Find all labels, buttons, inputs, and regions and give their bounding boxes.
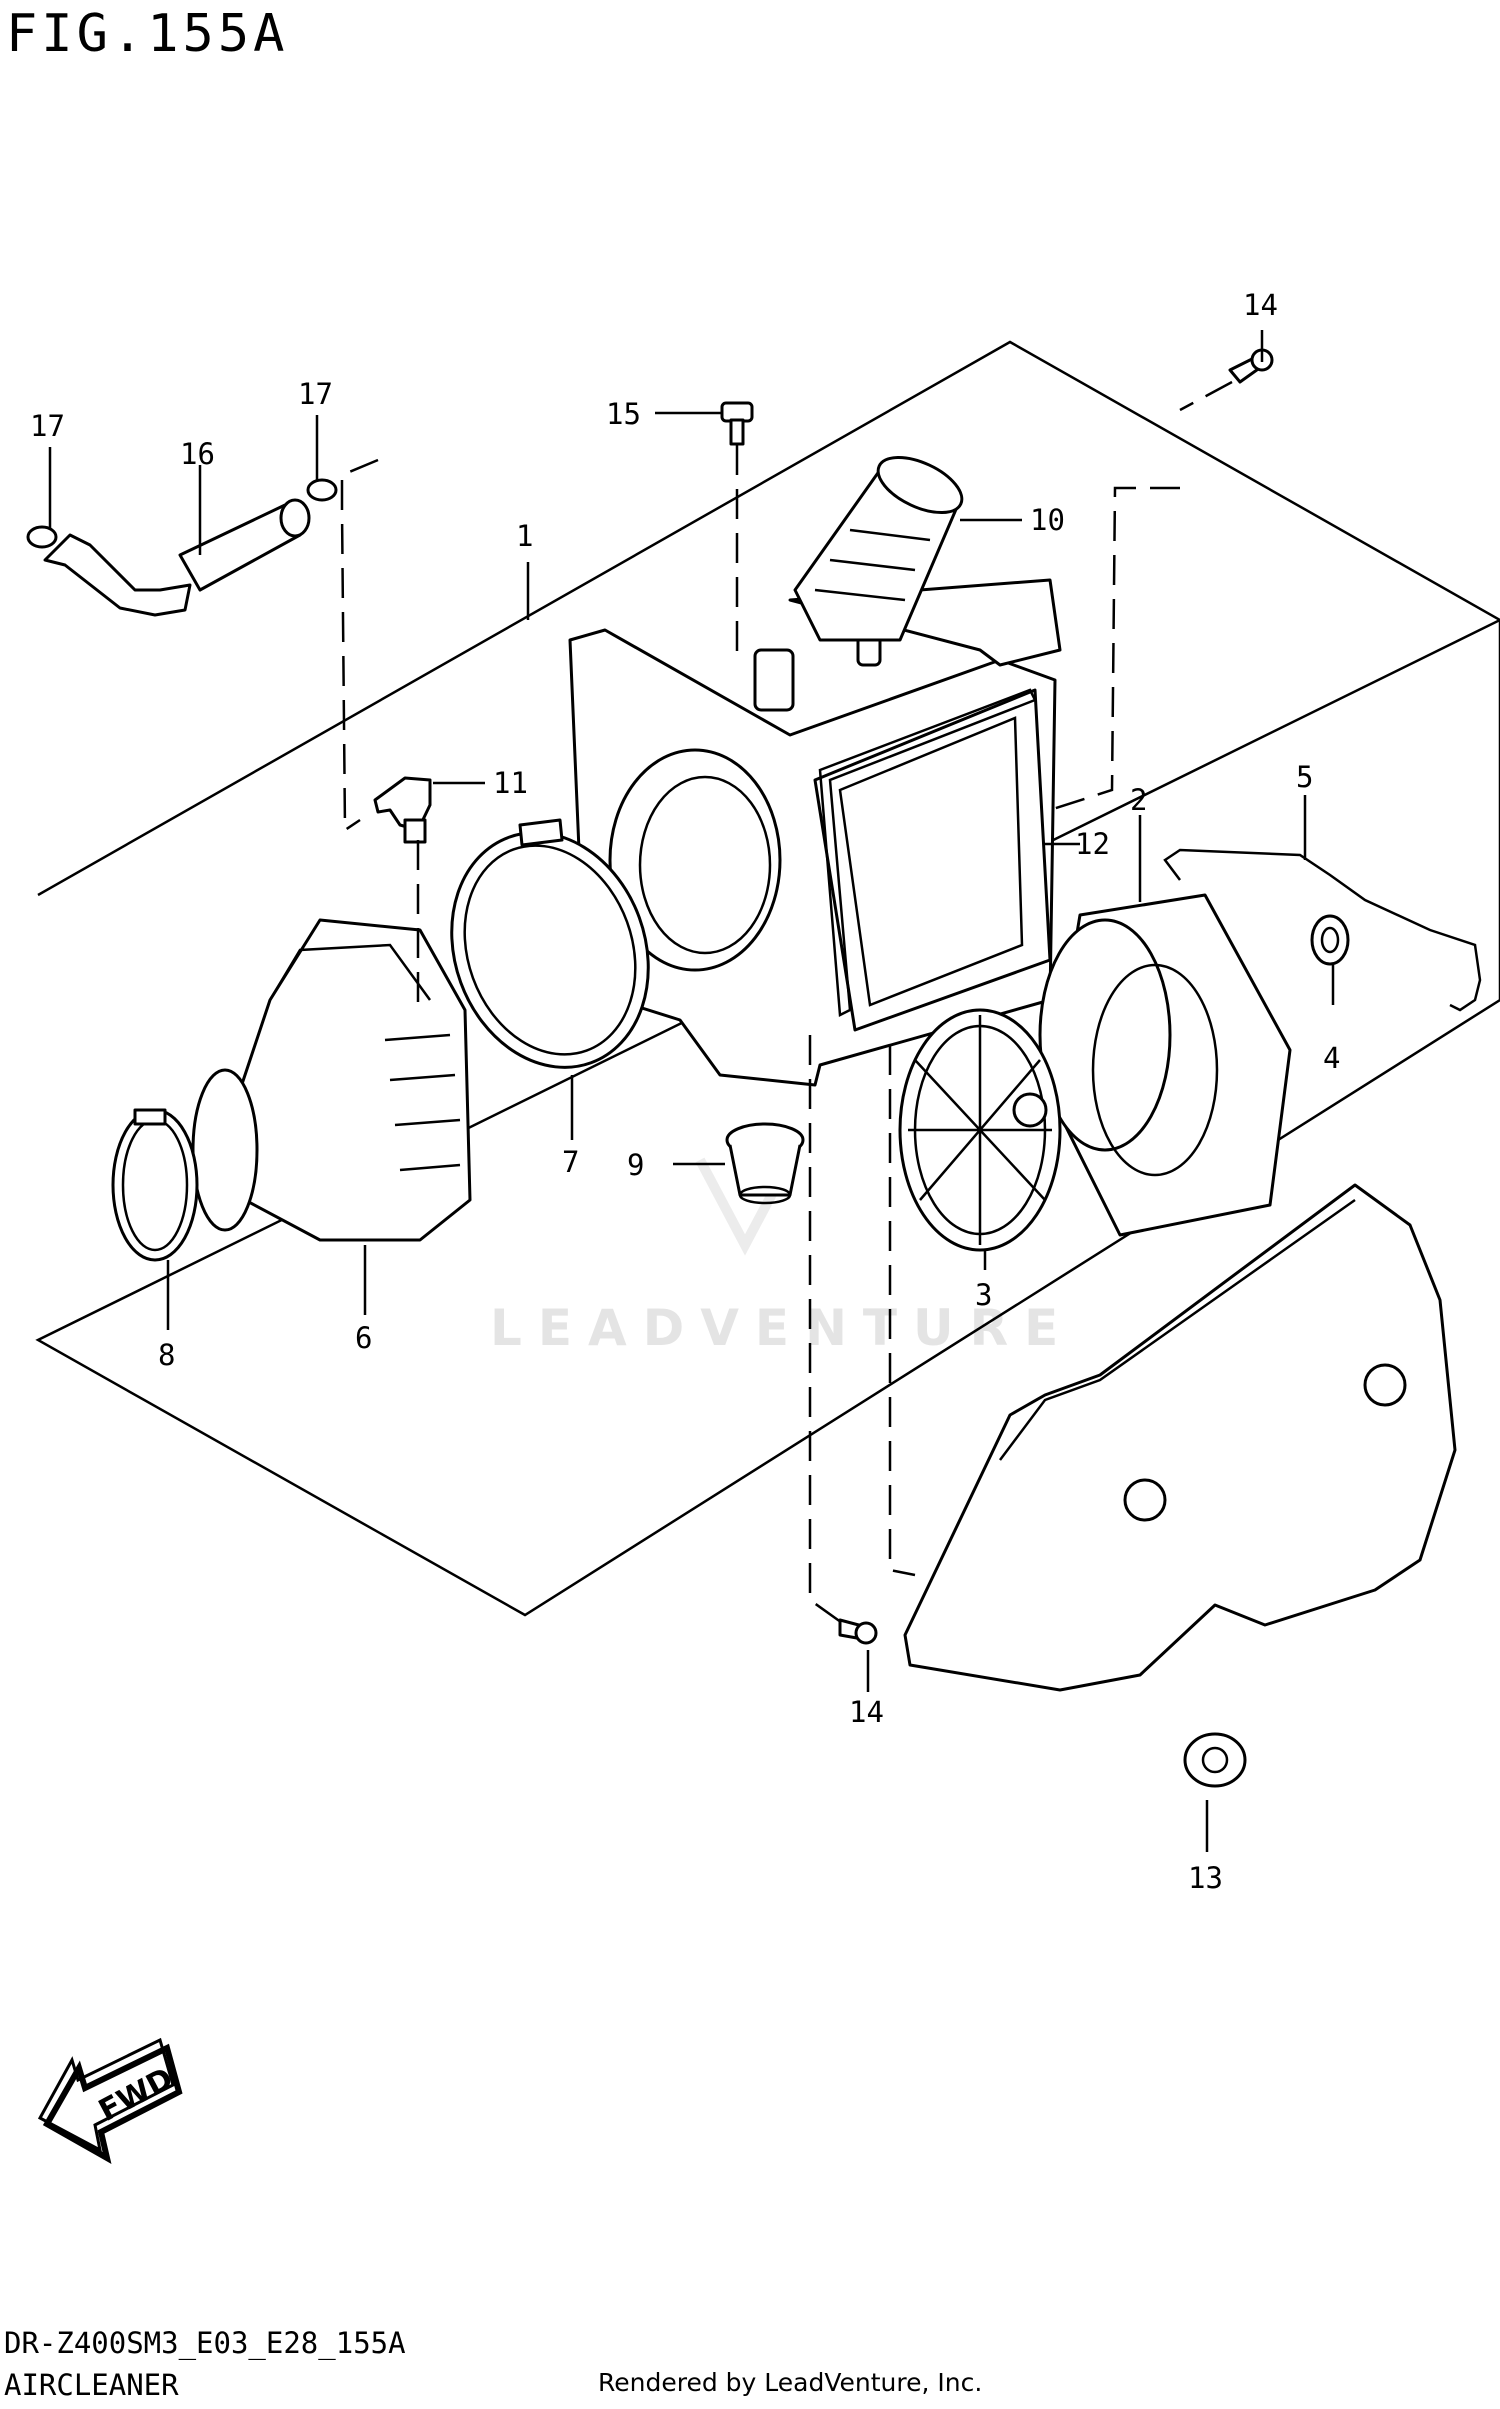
callout-10: 10 bbox=[1030, 503, 1065, 537]
filter-element bbox=[1038, 893, 1292, 1237]
side-cover bbox=[903, 1183, 1457, 1788]
guide-line-16 bbox=[340, 458, 379, 833]
watermark: LEADVENTURE bbox=[490, 1157, 1074, 1357]
callout-7: 7 bbox=[562, 1145, 579, 1179]
rendered-by-credit: Rendered by LeadVenture, Inc. bbox=[598, 2368, 983, 2397]
callout-6: 6 bbox=[355, 1321, 372, 1355]
callout-14-top: 14 bbox=[1243, 288, 1278, 322]
callout-15: 15 bbox=[606, 397, 641, 431]
inlet-duct bbox=[793, 455, 964, 642]
leader-lines bbox=[48, 330, 1335, 1852]
callout-16: 16 bbox=[180, 437, 215, 471]
callout-5: 5 bbox=[1296, 760, 1313, 794]
screw-15 bbox=[720, 401, 754, 446]
washer bbox=[1310, 914, 1350, 966]
callout-12: 12 bbox=[1075, 827, 1110, 861]
guide-line-14-bottom bbox=[808, 1035, 846, 1627]
callout-17-left: 17 bbox=[30, 409, 65, 443]
watermark-text: LEADVENTURE bbox=[490, 1299, 1074, 1357]
callout-17-right: 17 bbox=[298, 377, 333, 411]
guide-line-13 bbox=[888, 1045, 916, 1577]
callout-1: 1 bbox=[516, 519, 533, 553]
diagram-subtitle: AIRCLEANER bbox=[4, 2368, 179, 2402]
callout-3: 3 bbox=[975, 1278, 992, 1312]
fwd-arrow-icon: FWD bbox=[37, 2037, 183, 2164]
air-box-housing bbox=[568, 578, 1062, 1087]
screw-14-top bbox=[1228, 348, 1274, 384]
holder-wire bbox=[1163, 848, 1482, 1012]
guide-line-14-top bbox=[1049, 380, 1233, 812]
hose-clip-right bbox=[306, 478, 338, 502]
figure-title: FIG.155A bbox=[6, 4, 289, 64]
breather-elbow bbox=[373, 776, 432, 844]
callout-labels: 1 2 3 4 5 6 7 8 9 10 11 12 13 14 14 15 1… bbox=[30, 288, 1340, 1895]
breather-hose bbox=[43, 498, 311, 617]
screw-14-bottom bbox=[838, 1618, 878, 1645]
callout-8: 8 bbox=[158, 1338, 175, 1372]
drain-grommet bbox=[725, 1122, 805, 1205]
callout-9: 9 bbox=[627, 1148, 644, 1182]
callout-13: 13 bbox=[1188, 1861, 1223, 1895]
callout-14-bottom: 14 bbox=[849, 1695, 884, 1729]
band-clamp bbox=[111, 1108, 199, 1262]
diagram-code: DR-Z400SM3_E03_E28_155A bbox=[4, 2326, 406, 2360]
hose-clip-left bbox=[26, 525, 58, 549]
intake-boot bbox=[191, 918, 472, 1242]
boot-clamp bbox=[450, 818, 650, 1069]
callout-11: 11 bbox=[493, 766, 528, 800]
filter-cage bbox=[898, 1008, 1062, 1252]
callout-4: 4 bbox=[1323, 1041, 1340, 1075]
assembly-outline bbox=[35, 340, 1500, 1617]
callout-2: 2 bbox=[1130, 783, 1147, 817]
element-frame bbox=[818, 688, 1037, 1017]
